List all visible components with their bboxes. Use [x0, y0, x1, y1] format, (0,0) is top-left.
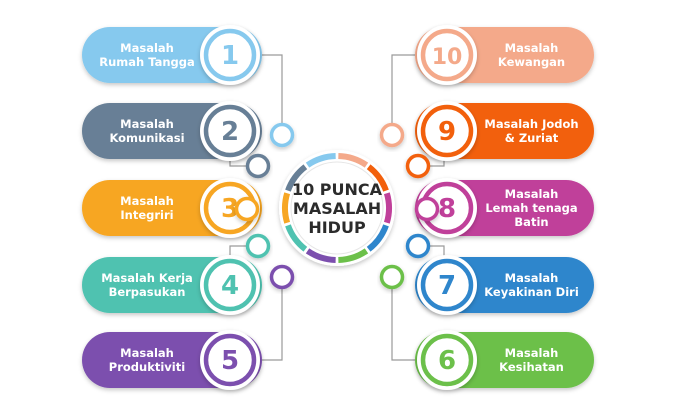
- connector-node: [414, 196, 440, 222]
- number-ring: [203, 258, 257, 312]
- item-number: 10: [432, 45, 463, 70]
- item-number: 7: [438, 271, 456, 301]
- item-label: Kewangan: [498, 55, 565, 69]
- item-label: Masalah: [120, 194, 174, 208]
- item-label: Batin: [514, 215, 548, 229]
- item-label: Masalah Kerja: [101, 271, 193, 285]
- hub-title: 10 PUNCA: [292, 180, 383, 199]
- connector-node: [405, 153, 431, 179]
- connector-node: [379, 122, 405, 148]
- hub-title: MASALAH: [293, 199, 381, 218]
- item-number: 3: [221, 194, 239, 224]
- number-ring: [203, 104, 257, 158]
- connector-node: [405, 233, 431, 259]
- item-label: Masalah: [505, 346, 559, 360]
- item-label: Rumah Tangga: [99, 55, 195, 69]
- item-label: Berpasukan: [109, 285, 186, 299]
- connector-line: [391, 289, 415, 361]
- number-ring: [420, 333, 474, 387]
- hub-ring-segment: [285, 164, 308, 192]
- connector-node: [269, 264, 295, 290]
- item-number: 9: [438, 117, 456, 147]
- item-label: Masalah: [120, 346, 174, 360]
- number-ring: [203, 333, 257, 387]
- item-label: Produktiviti: [109, 360, 185, 374]
- number-ring: [420, 104, 474, 158]
- problem-item-9: 9 Masalah Jodoh& Zuriat: [415, 101, 594, 161]
- item-number: 5: [221, 346, 239, 376]
- item-label: Masalah: [505, 41, 559, 55]
- item-number: 4: [221, 271, 239, 301]
- hub-ring-segment: [305, 248, 336, 263]
- item-label: Masalah Jodoh: [484, 117, 578, 131]
- connector-node: [245, 233, 271, 259]
- item-label: Lemah tenaga: [485, 201, 577, 215]
- hub-ring-segment: [383, 192, 392, 224]
- hub-ring-segment: [338, 248, 369, 263]
- hub-ring-segment: [338, 153, 369, 168]
- number-ring: [420, 258, 474, 312]
- item-label: Kesihatan: [499, 360, 564, 374]
- item-label: Masalah: [505, 271, 559, 285]
- connector-node: [245, 153, 271, 179]
- connector-line: [262, 289, 283, 361]
- item-label: Komunikasi: [109, 131, 184, 145]
- connector-node: [269, 122, 295, 148]
- number-ring: [420, 28, 474, 82]
- item-label: Masalah: [505, 187, 559, 201]
- item-number: 2: [221, 117, 239, 147]
- item-number: 8: [438, 194, 456, 224]
- item-label: Masalah: [120, 41, 174, 55]
- item-label: Integriri: [120, 208, 173, 222]
- hub-ring-segment: [366, 164, 389, 192]
- connector-node: [379, 264, 405, 290]
- item-label: Keyakinan Diri: [484, 285, 579, 299]
- item-number: 6: [438, 346, 456, 376]
- hub-title: HIDUP: [308, 218, 366, 237]
- item-label: Masalah: [120, 117, 174, 131]
- item-label: & Zuriat: [505, 131, 559, 145]
- hub-inner: [290, 161, 384, 255]
- connector-node: [234, 196, 260, 222]
- connector-line: [391, 54, 415, 123]
- hub-ring-segment: [366, 224, 389, 252]
- hub-ring-segment: [285, 224, 308, 252]
- number-ring: [203, 28, 257, 82]
- connector-line: [262, 54, 283, 123]
- hub-ring-segment: [305, 153, 336, 168]
- hub-ring-segment: [282, 192, 291, 224]
- item-number: 1: [221, 41, 239, 71]
